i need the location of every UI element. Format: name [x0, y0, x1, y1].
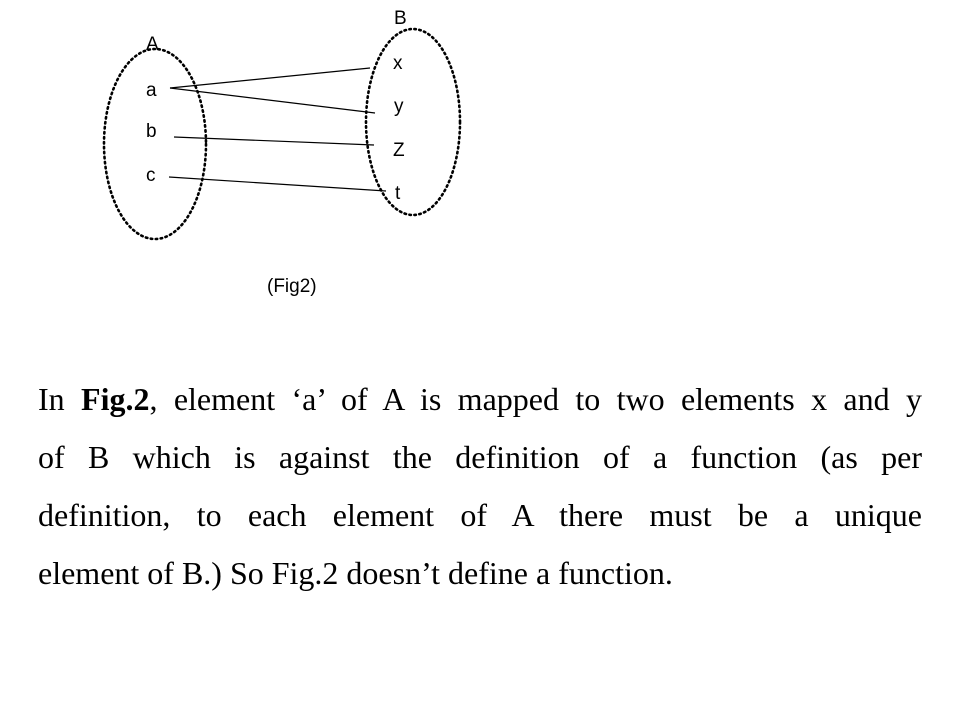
- explanation-paragraph: In Fig.2, element ‘a’ of A is mapped to …: [38, 370, 922, 602]
- fig-reference-bold: Fig.2: [81, 381, 150, 417]
- mapping-line-c-t: [168, 176, 387, 192]
- set-a-oval: [102, 47, 208, 241]
- mapping-line-a-y: [169, 87, 376, 114]
- set-b-oval: [364, 27, 462, 217]
- paragraph-line-3: definition, to each element of A there m…: [38, 497, 922, 533]
- mapping-line-a-x: [169, 67, 371, 89]
- set-b-element-x: x: [393, 53, 403, 74]
- set-b-label: B: [394, 8, 407, 29]
- paragraph-line-4: element of B.) So Fig.2 doesn’t define a…: [38, 555, 673, 591]
- set-b-element-y: y: [394, 96, 404, 117]
- set-a-element-c: c: [146, 165, 156, 186]
- line1-prefix: In: [38, 381, 82, 417]
- set-b-element-z: Z: [393, 140, 405, 161]
- set-a-element-a: a: [146, 80, 157, 101]
- mapping-line-b-z: [173, 136, 375, 146]
- paragraph-line-2: of B which is against the definition of …: [38, 439, 922, 475]
- set-a-label: A: [146, 34, 159, 55]
- set-b-element-t: t: [395, 183, 401, 204]
- line1-rest: , element ‘a’ of A is mapped to two elem…: [149, 381, 923, 417]
- mapping-diagram: A B a b c x y Z t (Fig2): [102, 8, 462, 297]
- set-a-element-b: b: [146, 121, 157, 142]
- figure-caption: (Fig2): [267, 276, 317, 297]
- paragraph-line-1: In Fig.2, element ‘a’ of A is mapped to …: [38, 370, 922, 428]
